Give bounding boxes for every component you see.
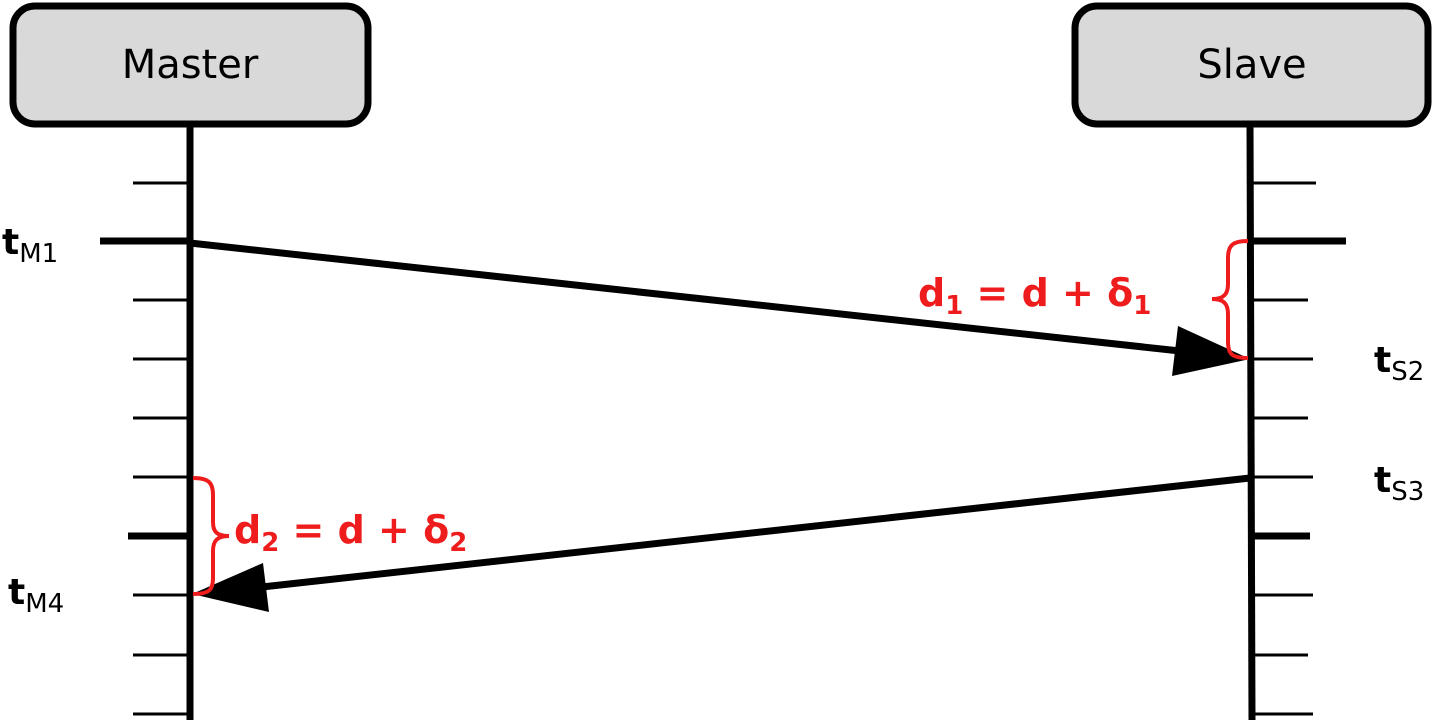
t-m1-label: tM1: [2, 222, 58, 269]
master-ticks: [100, 181, 190, 716]
master-box: Master: [9, 2, 372, 128]
d2-equation: d2 = d + δ2: [234, 508, 467, 558]
slave-label: Slave: [1197, 42, 1306, 88]
d1-equation: d1 = d + δ1: [918, 271, 1151, 321]
t-m4-label: tM4: [8, 572, 64, 619]
t-s2-label: tS2: [1374, 340, 1424, 387]
t-s3-label: tS3: [1374, 460, 1424, 507]
arrowhead-left-icon: [192, 563, 269, 612]
slave-ticks: [1250, 181, 1346, 716]
sync-message-arrow: [189, 239, 1250, 376]
master-label: Master: [122, 42, 259, 88]
delay-req-message-arrow: [192, 474, 1251, 612]
slave-box: Slave: [1071, 2, 1432, 128]
d2-brace: [192, 476, 230, 596]
slave-lifeline: [1246, 123, 1256, 721]
arrowhead-right-icon: [1172, 326, 1250, 376]
d1-brace: [1211, 239, 1249, 360]
